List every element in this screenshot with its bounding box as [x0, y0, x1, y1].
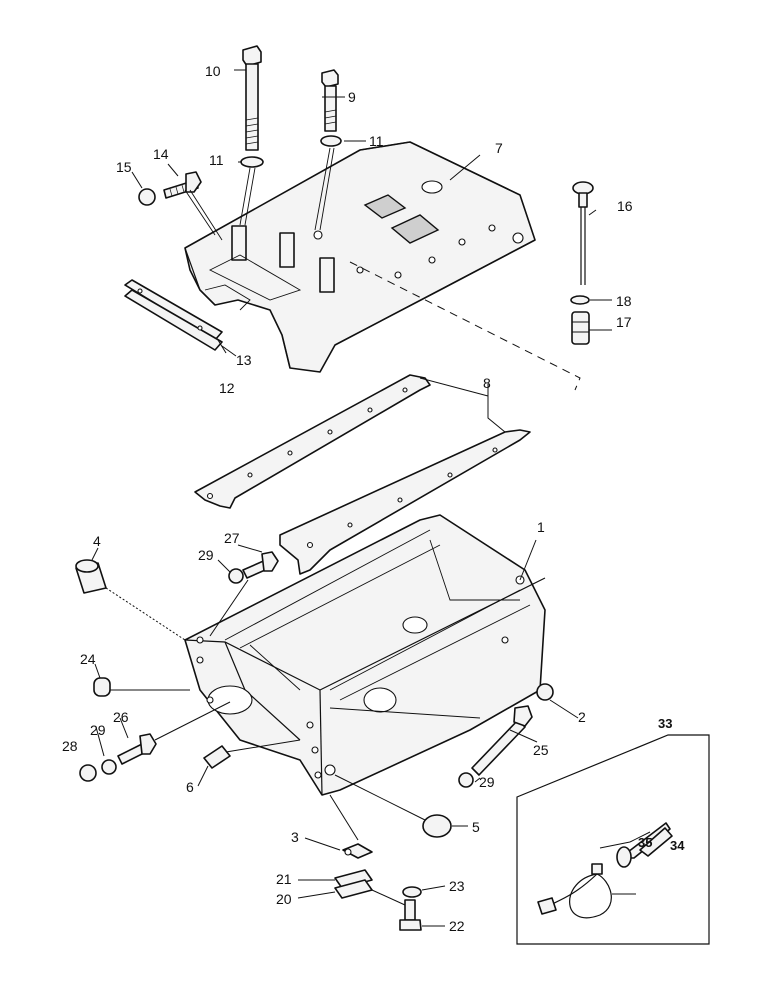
plug-part-5 — [422, 814, 452, 838]
kit-33-inset-box — [516, 734, 710, 945]
bolt-part-9 — [321, 69, 339, 132]
callout-27: 27 — [224, 530, 240, 546]
callout-35: 35 — [638, 835, 652, 850]
callout-11-left: 11 — [209, 152, 224, 168]
washer-part-29-top — [228, 568, 244, 584]
callout-labels: 1 2 3 4 5 6 7 8 9 10 11 11 12 13 14 15 1… — [62, 63, 685, 934]
callout-28: 28 — [62, 738, 78, 754]
bolt-part-26 — [117, 733, 157, 765]
upper-housing-part-7 — [184, 141, 536, 373]
long-bolt-part-10 — [242, 45, 262, 151]
callout-21: 21 — [276, 871, 292, 887]
dowel-part-6 — [203, 745, 231, 769]
callout-13: 13 — [236, 352, 252, 368]
bolt-part-25 — [471, 705, 533, 776]
callout-33: 33 — [658, 716, 672, 731]
callout-7: 7 — [495, 140, 503, 156]
clip-part-3 — [342, 843, 373, 859]
o-ring-part-18 — [570, 295, 590, 305]
dowel-part-24 — [93, 677, 111, 697]
callout-12: 12 — [219, 380, 235, 396]
dipstick-part-16 — [572, 181, 594, 285]
callout-23: 23 — [449, 878, 465, 894]
callout-14: 14 — [153, 146, 169, 162]
callout-15: 15 — [116, 159, 132, 175]
dipstick-tube-part-17 — [571, 311, 590, 345]
callout-11-right: 11 — [369, 133, 384, 149]
callout-26: 26 — [113, 709, 129, 725]
plate-part-20-21 — [334, 869, 373, 899]
callout-20: 20 — [276, 891, 292, 907]
sump-housing-part-1 — [184, 514, 546, 796]
washer-part-11-right — [320, 135, 342, 147]
nut-part-28 — [79, 764, 97, 782]
callout-29-top: 29 — [198, 547, 214, 563]
gasket-part-8 — [194, 374, 531, 575]
callout-29-right: 29 — [479, 774, 495, 790]
washer-part-15 — [138, 188, 156, 206]
callout-29-left: 29 — [90, 722, 106, 738]
cable-part-35 — [537, 863, 612, 919]
callout-34: 34 — [670, 838, 685, 853]
bushing-part-4 — [75, 559, 107, 594]
callout-4: 4 — [93, 533, 101, 549]
washer-part-29-right — [458, 772, 474, 788]
nut-part-2 — [536, 683, 554, 701]
callout-25: 25 — [533, 742, 549, 758]
callout-18: 18 — [616, 293, 632, 309]
callout-22: 22 — [449, 918, 465, 934]
callout-8: 8 — [483, 375, 491, 391]
callout-10: 10 — [205, 63, 221, 79]
bolt-part-27 — [242, 551, 279, 579]
washer-part-11-left — [240, 156, 264, 168]
bolt-part-14 — [163, 171, 202, 199]
washer-part-29-left — [101, 759, 117, 775]
callout-2: 2 — [578, 709, 586, 725]
callout-17: 17 — [616, 314, 632, 330]
heater-element-part-34 — [616, 822, 673, 868]
callout-24: 24 — [80, 651, 96, 667]
callout-1: 1 — [537, 519, 545, 535]
shim-plates-part-12-13 — [124, 279, 223, 351]
callout-9: 9 — [348, 89, 356, 105]
callout-6: 6 — [186, 779, 194, 795]
washer-part-23 — [402, 886, 422, 898]
callout-5: 5 — [472, 819, 480, 835]
bolt-part-22 — [399, 899, 422, 931]
assembly-dashed-line — [349, 261, 581, 391]
callout-16: 16 — [617, 198, 633, 214]
callout-3: 3 — [291, 829, 299, 845]
leader-lines — [91, 69, 651, 927]
